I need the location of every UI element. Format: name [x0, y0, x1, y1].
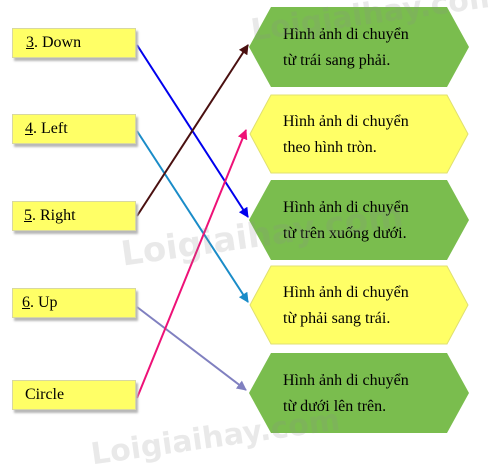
- hexagon-shape: [249, 265, 469, 345]
- description-line-2: từ trái sang phải.: [283, 52, 391, 69]
- hexagon-shape: [249, 94, 469, 174]
- hexagon-shape: [249, 7, 469, 87]
- arrow-circle: [136, 129, 248, 399]
- description-line-1: Hình ảnh di chuyển: [283, 284, 409, 301]
- description-top-to-bottom[interactable]: Hình ảnh di chuyển từ trên xuống dưới.: [249, 180, 469, 260]
- term-number: 3: [26, 34, 34, 51]
- connection-arrows: [136, 44, 249, 399]
- term-label: Circle: [25, 386, 65, 403]
- term-label: . Right: [32, 207, 76, 224]
- description-line-2: từ phải sang trái.: [283, 310, 391, 327]
- term-left[interactable]: 4. Left: [12, 114, 136, 144]
- description-circle[interactable]: Hình ảnh di chuyển theo hình tròn.: [249, 94, 469, 174]
- term-number: 5: [24, 207, 32, 224]
- term-down[interactable]: 3. Down: [12, 28, 136, 58]
- term-circle[interactable]: Circle: [12, 380, 136, 410]
- hexagon-shape: [249, 353, 469, 433]
- arrow-up: [136, 306, 247, 391]
- term-label: . Up: [30, 294, 58, 311]
- description-line-1: Hình ảnh di chuyển: [283, 372, 409, 389]
- description-line-2: từ dưới lên trên.: [283, 398, 387, 415]
- arrow-left: [136, 130, 249, 303]
- term-up[interactable]: 6. Up: [12, 288, 136, 318]
- term-label: . Down: [34, 34, 82, 51]
- description-line-2: theo hình tròn.: [283, 139, 377, 156]
- hexagon-shape: [249, 180, 469, 260]
- term-number: 4: [25, 120, 33, 137]
- term-right[interactable]: 5. Right: [12, 201, 136, 231]
- arrow-right: [136, 44, 249, 217]
- description-line-1: Hình ảnh di chuyển: [283, 113, 409, 130]
- description-right-to-left[interactable]: Hình ảnh di chuyển từ phải sang trái.: [249, 265, 469, 345]
- description-line-2: từ trên xuống dưới.: [283, 225, 407, 242]
- description-left-to-right[interactable]: Hình ảnh di chuyển từ trái sang phải.: [249, 7, 469, 87]
- description-bottom-to-top[interactable]: Hình ảnh di chuyển từ dưới lên trên.: [249, 353, 469, 433]
- term-number: 6: [22, 294, 30, 311]
- description-line-1: Hình ảnh di chuyển: [283, 26, 409, 43]
- description-line-1: Hình ảnh di chuyển: [283, 199, 409, 216]
- term-label: . Left: [33, 120, 68, 137]
